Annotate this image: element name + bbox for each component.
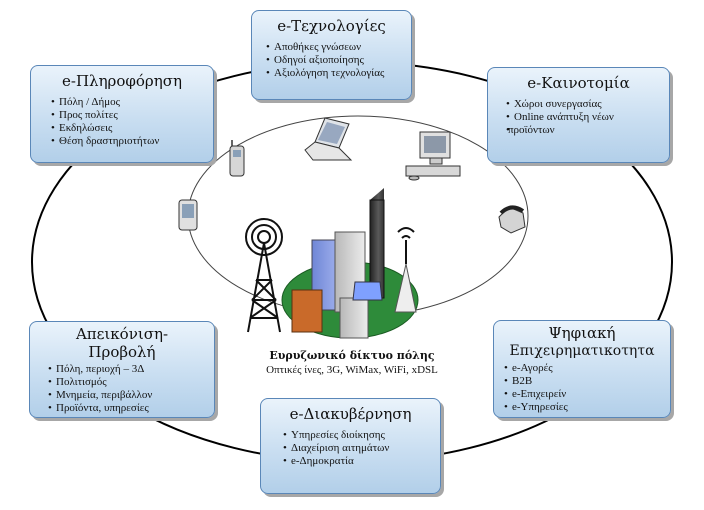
list-item: e-Επιχειρείν	[504, 388, 670, 401]
telephone-icon	[498, 205, 526, 234]
box-title-line: Προβολή	[88, 343, 156, 361]
list-item: Οδηγοί αξιοποίησης	[266, 54, 411, 67]
list-item: B2B	[504, 375, 670, 388]
center-subtitle: Οπτικές ίνες, 3G, WiMax, WiFi, xDSL	[266, 364, 438, 376]
box-title-line: Επιχειρηματικοτητα	[509, 343, 655, 359]
laptop-icon	[304, 117, 353, 161]
box-title: e-Τεχνολογίες	[277, 17, 386, 35]
list-item-continuation: προϊόντων	[506, 124, 669, 137]
box-e-technologies: e-Τεχνολογίες Αποθήκες γνώσεων Οδηγοί αξ…	[251, 10, 412, 100]
box-title: e-Διακυβέρνηση	[289, 405, 412, 423]
desktop-computer-icon	[405, 131, 461, 181]
item-list: Υπηρεσίες διοίκησης Διαχείριση αιτημάτων…	[261, 429, 440, 468]
item-list: Χώροι συνεργασίας Online ανάπτυξη νέων π…	[488, 98, 669, 137]
box-visualization: Απεικόνιση- Προβολή Πόλη, περιοχή – 3Δ Π…	[29, 321, 215, 418]
list-item: Χώροι συνεργασίας	[506, 98, 669, 111]
box-title: Απεικόνιση- Προβολή	[30, 325, 214, 361]
box-title: e-Πληροφόρηση	[62, 72, 182, 90]
list-item: e-Δημοκρατία	[283, 455, 440, 468]
list-item: Διαχείριση αιτημάτων	[283, 442, 440, 455]
box-title: Ψηφιακή Επιχειρηματικοτητα	[494, 324, 670, 360]
box-digital-business: Ψηφιακή Επιχειρηματικοτητα e-Αγορές B2B …	[493, 320, 671, 418]
list-item: Online ανάπτυξη νέων	[506, 111, 669, 124]
list-item: Θέση δραστηριοτήτων	[51, 135, 213, 148]
box-e-information: e-Πληροφόρηση Πόλη / Δήμος Προς πολίτες …	[30, 65, 214, 163]
radio-tower-icon	[245, 218, 283, 333]
item-list: Πόλη / Δήμος Προς πολίτες Εκδηλώσεις Θέσ…	[31, 96, 213, 148]
center-caption: Ευρυζωνικό δίκτυο πόλης Οπτικές ίνες, 3G…	[234, 349, 470, 377]
center-title: Ευρυζωνικό δίκτυο πόλης	[269, 349, 435, 362]
item-list: Πόλη, περιοχή – 3Δ Πολιτισμός Μνημεία, π…	[30, 363, 214, 415]
city-buildings-icon	[281, 188, 419, 339]
list-item: Εκδηλώσεις	[51, 122, 213, 135]
box-title-line: Απεικόνιση-	[75, 325, 169, 343]
list-item: Αξιολόγηση τεχνολογίας	[266, 67, 411, 80]
list-item: Πόλη / Δήμος	[51, 96, 213, 109]
list-item: Πόλη, περιοχή – 3Δ	[48, 363, 214, 376]
box-title: e-Καινοτομία	[527, 74, 630, 92]
box-e-innovation: e-Καινοτομία Χώροι συνεργασίας Online αν…	[487, 67, 670, 163]
list-item: Μνημεία, περιβάλλον	[48, 389, 214, 402]
box-title-line: Ψηφιακή	[548, 324, 616, 342]
item-list: Αποθήκες γνώσεων Οδηγοί αξιοποίησης Αξιο…	[252, 41, 411, 80]
list-item: e-Αγορές	[504, 362, 670, 375]
box-e-governance: e-Διακυβέρνηση Υπηρεσίες διοίκησης Διαχε…	[260, 398, 441, 494]
list-item: Πολιτισμός	[48, 376, 214, 389]
mobile-phone-icon	[229, 140, 245, 177]
list-item: Προϊόντα, υπηρεσίες	[48, 402, 214, 415]
pda-icon	[178, 199, 198, 231]
item-list: e-Αγορές B2B e-Επιχειρείν e-Υπηρεσίες	[494, 362, 670, 414]
list-item: Υπηρεσίες διοίκησης	[283, 429, 440, 442]
list-item: Προς πολίτες	[51, 109, 213, 122]
list-item: Αποθήκες γνώσεων	[266, 41, 411, 54]
list-item: e-Υπηρεσίες	[504, 401, 670, 414]
